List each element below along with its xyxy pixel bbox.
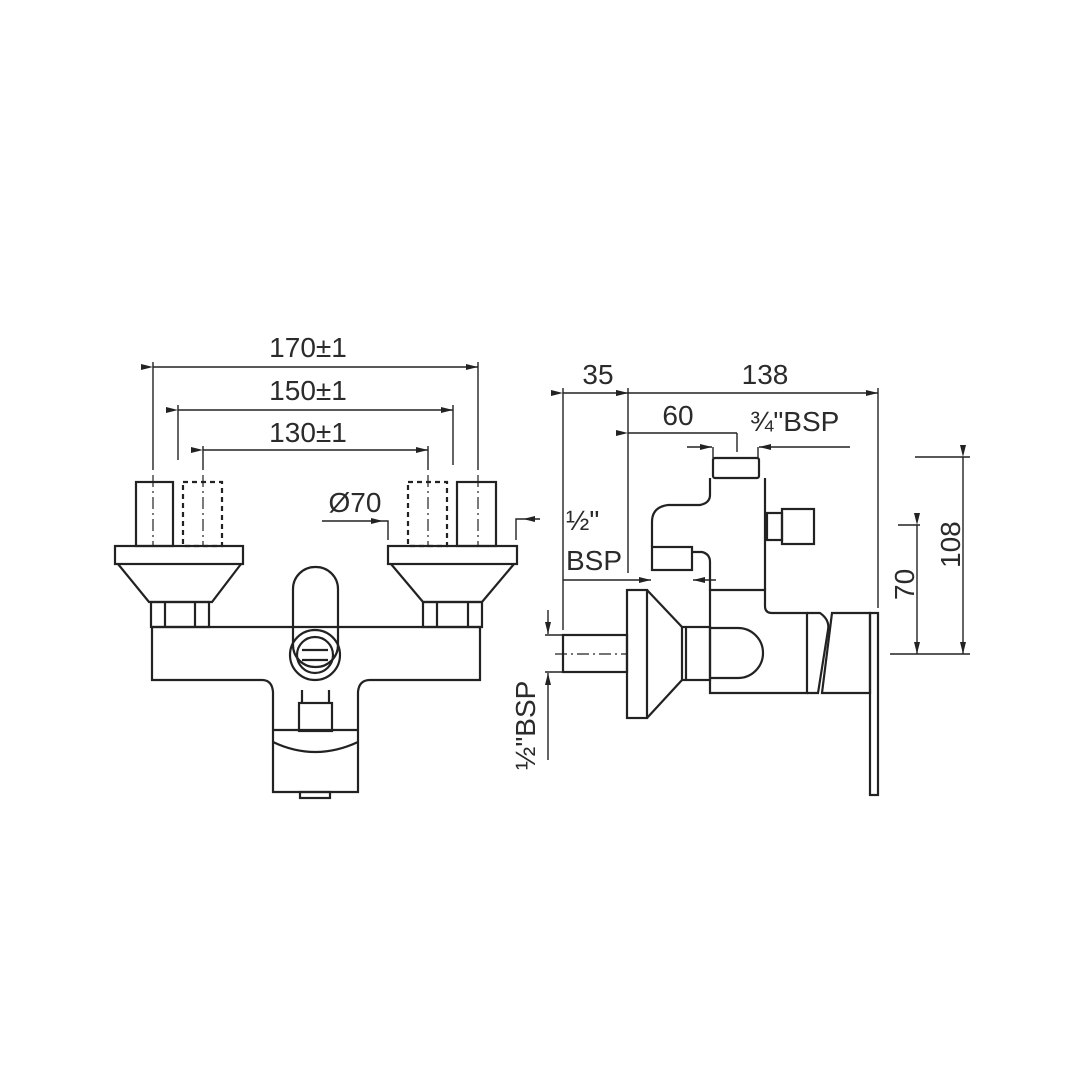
dim-depth-label: 138: [742, 359, 789, 390]
outlet-thread-label: ¾"BSP: [750, 406, 839, 437]
dimension-60: 60: [616, 400, 738, 452]
dim-outlet-label: 60: [662, 400, 693, 431]
dim-inner-label: 130±1: [269, 417, 347, 448]
spout-thread-line2: BSP: [566, 545, 622, 576]
dim-middle-label: 150±1: [269, 375, 347, 406]
mixer-body-side: [555, 456, 880, 797]
dimension-150: 150±1: [166, 375, 454, 465]
spout-thread-callout: ½" BSP: [563, 505, 716, 583]
spout-thread-line1: ½": [566, 505, 599, 536]
left-inlet: [113, 475, 245, 629]
mixer-body-front: [150, 565, 482, 800]
dim-height-large-label: 108: [935, 521, 966, 568]
dim-offset-label: 35: [582, 359, 613, 390]
dim-diameter-label: Ø70: [329, 487, 382, 518]
dimension-130: 130±1: [191, 417, 429, 470]
dimension-170: 170±1: [141, 332, 479, 470]
dim-outer-label: 170±1: [269, 332, 347, 363]
dimension-70-108: 70 108: [889, 445, 970, 655]
inlet-thread-callout: ½"BSP: [510, 610, 562, 770]
inlet-thread-label: ½"BSP: [510, 681, 541, 770]
outlet-thread-callout: ¾"BSP: [687, 406, 850, 458]
side-view: 35 138 60 ¾"BSP ½" BSP ½"BSP: [510, 359, 970, 797]
front-view: 170±1 150±1 130±1 Ø70: [113, 332, 540, 800]
dimension-diameter: Ø70: [322, 487, 540, 540]
dimension-35-138: 35 138: [551, 359, 879, 630]
dim-height-small-label: 70: [889, 569, 920, 600]
right-inlet: [386, 475, 519, 629]
